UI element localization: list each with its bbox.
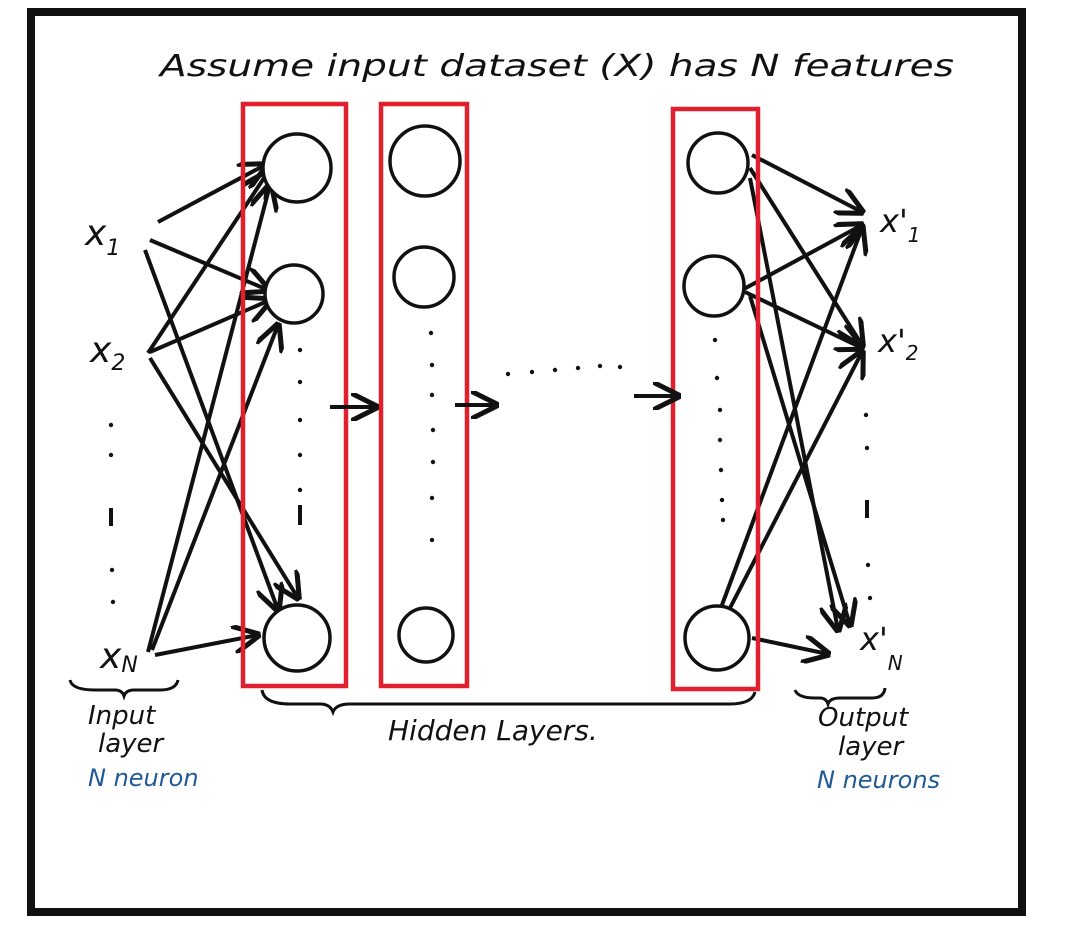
input-x1: x xyxy=(84,213,107,254)
neuron-h2-1 xyxy=(388,124,462,198)
output-neuron-count: N neurons xyxy=(817,766,940,794)
ellipsis-dots xyxy=(108,330,873,605)
svg-text:x'2: x'2 xyxy=(877,322,918,365)
neuron-h1-n xyxy=(262,603,332,673)
neurons xyxy=(261,124,751,673)
hidden-layer-box-1 xyxy=(240,101,349,689)
input-brace xyxy=(68,679,180,701)
svg-text:x'1: x'1 xyxy=(879,202,920,247)
output-x1: x' xyxy=(879,202,908,240)
layer-boxes xyxy=(240,101,761,692)
neuron-h1-2 xyxy=(263,263,325,325)
input-x1-subscript: 1 xyxy=(106,236,120,261)
input-x2-subscript: 2 xyxy=(111,351,125,376)
output-labels: x'1 x'2 x'N xyxy=(859,202,920,675)
output-xn-subscript: N xyxy=(888,651,903,675)
neuron-h2-n xyxy=(397,606,455,664)
input-neuron-count: N neuron xyxy=(88,764,199,792)
hidden-layers-caption: Hidden Layers. xyxy=(388,714,598,747)
braces xyxy=(68,679,887,717)
neuron-h1-1 xyxy=(261,132,333,204)
input-xn-subscript: N xyxy=(121,653,137,678)
svg-text:x1: x1 xyxy=(84,213,120,261)
input-x2: x xyxy=(89,330,112,371)
input-labels: x1 x2 xN xyxy=(84,213,138,678)
output-x1-subscript: 1 xyxy=(908,223,921,247)
output-layer-caption-line2: layer xyxy=(838,732,906,762)
frame-border xyxy=(27,8,1026,916)
input-xn: x xyxy=(99,636,122,677)
neuron-hl-1 xyxy=(686,131,750,195)
input-layer-caption-line1: Input xyxy=(88,701,156,731)
hidden-brace xyxy=(260,689,757,717)
neuron-h2-2 xyxy=(392,245,456,309)
output-x2: x' xyxy=(877,322,906,360)
layer-arrows xyxy=(330,396,678,407)
output-brace xyxy=(793,687,887,709)
diagram-title: Assume input dataset (X) has N features xyxy=(157,49,954,84)
input-layer-caption-line2: layer xyxy=(98,729,166,759)
neuron-hl-2 xyxy=(682,254,746,318)
svg-text:x2: x2 xyxy=(89,330,125,376)
svg-text:xN: xN xyxy=(99,636,138,678)
output-connections xyxy=(720,153,862,654)
neuron-hl-n xyxy=(683,604,751,672)
hidden-layer-box-last xyxy=(670,106,761,692)
output-xn: x' xyxy=(859,620,888,658)
svg-text:x'N: x'N xyxy=(859,620,903,675)
output-layer-caption-line1: Output xyxy=(818,703,909,733)
input-connections xyxy=(143,165,298,657)
hidden-layer-box-2 xyxy=(378,101,470,689)
output-x2-subscript: 2 xyxy=(906,341,919,365)
